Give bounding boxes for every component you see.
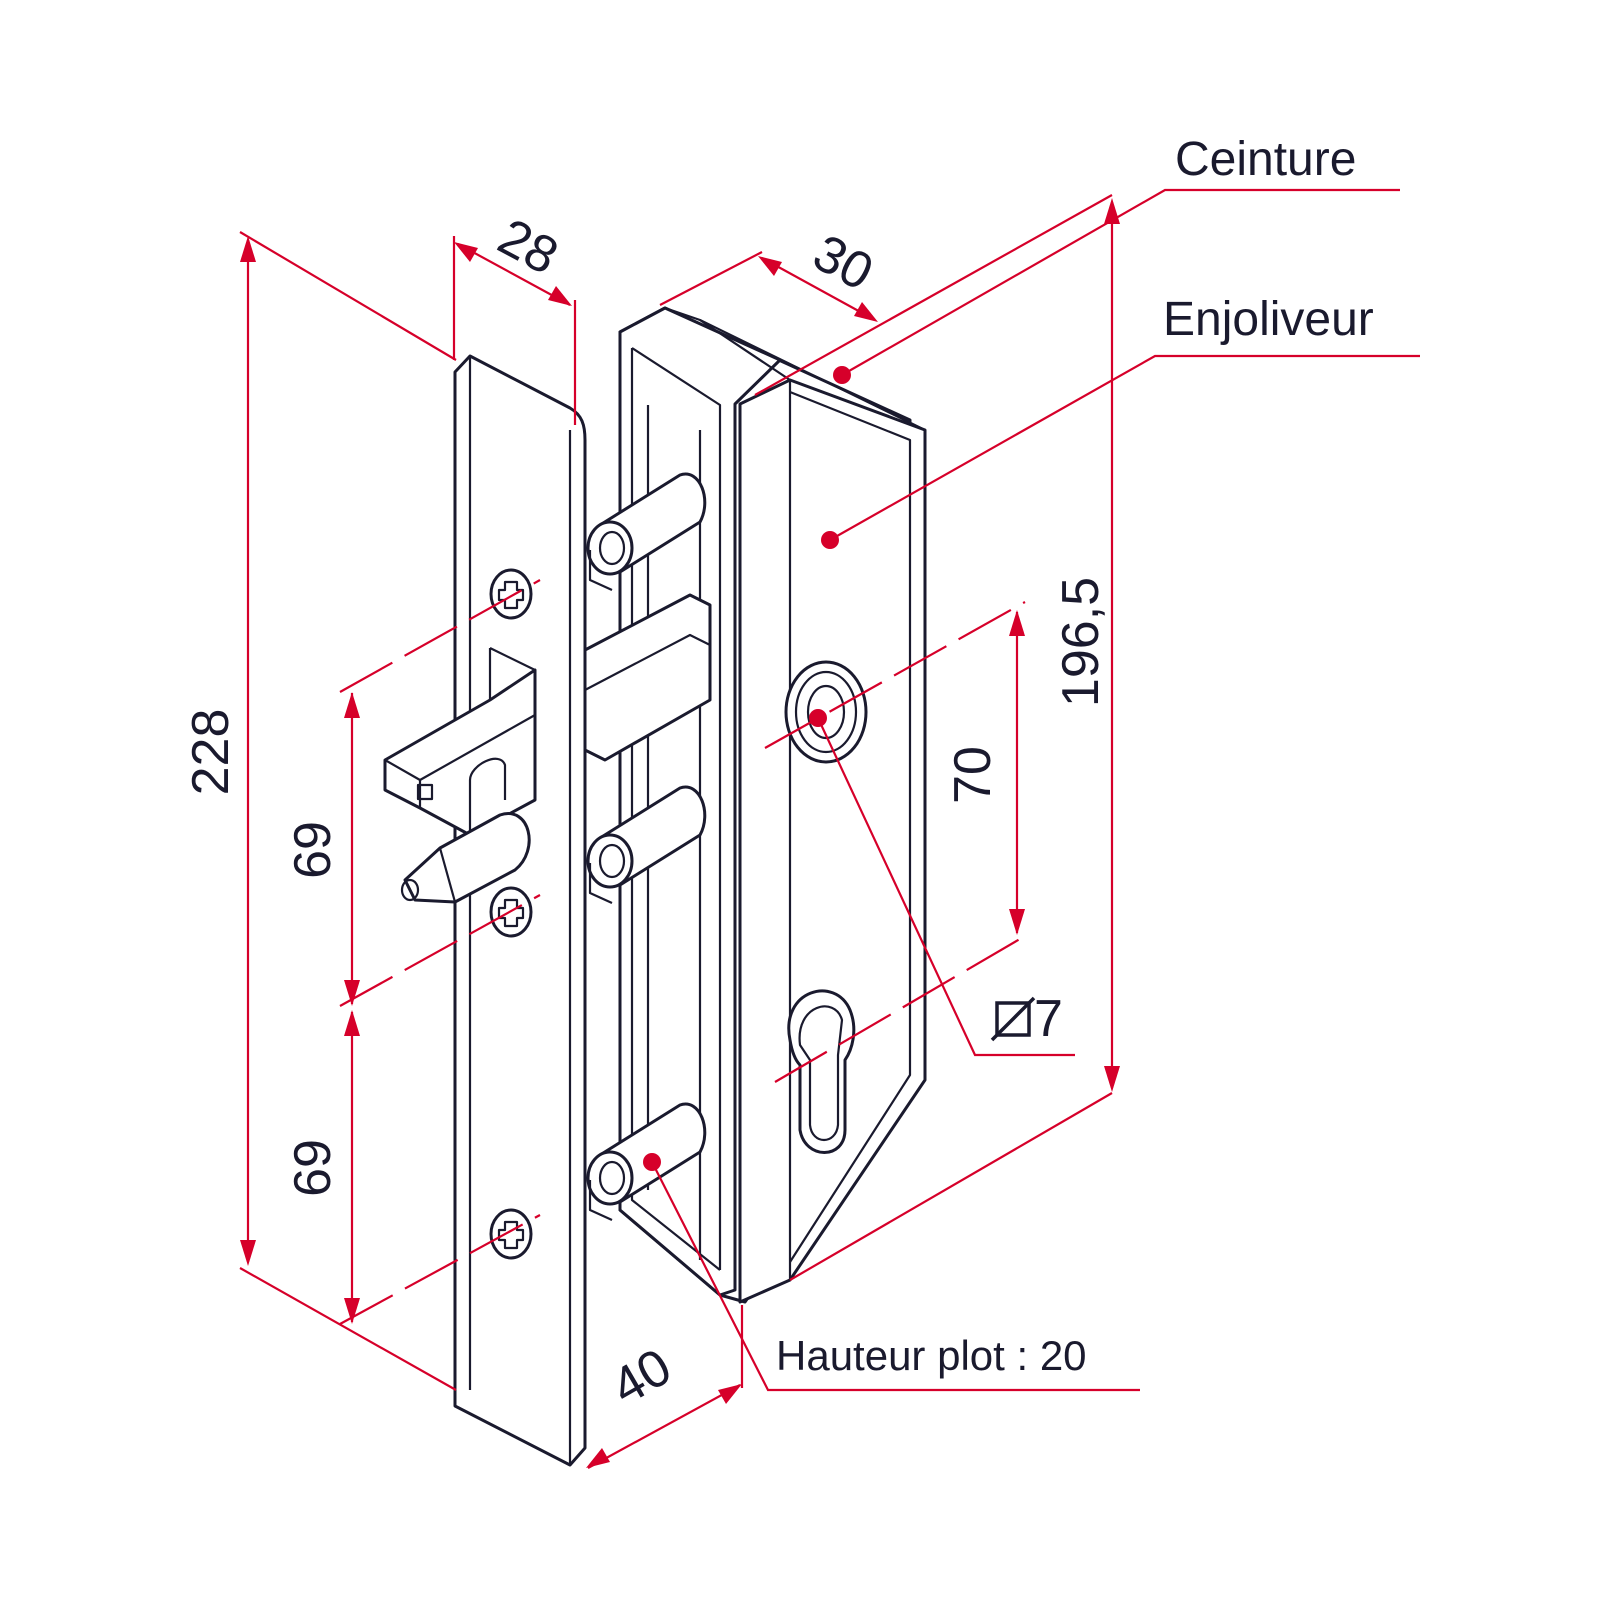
dim-70-label: 70 — [944, 746, 1002, 804]
dimension-lines — [239, 194, 1120, 1469]
dim-30-label: 30 — [804, 224, 882, 302]
lock-body — [618, 306, 927, 1304]
front-plate — [453, 354, 587, 1467]
diameter-icon — [990, 996, 1036, 1042]
dim-28-label: 28 — [489, 208, 567, 286]
pin-top — [586, 472, 707, 592]
callout-leaders — [643, 188, 1420, 1392]
dim-196-label: 196,5 — [1052, 577, 1110, 707]
round-hole — [784, 660, 868, 764]
callout-enjoliveur: Enjoliveur — [1163, 293, 1374, 346]
dim-diameter-label: 7 — [1034, 990, 1063, 1048]
pin-middle — [586, 785, 707, 905]
conical-bolt — [400, 812, 531, 904]
callout-hauteur-plot: Hauteur plot : 20 — [776, 1332, 1087, 1379]
screw-bottom — [489, 1208, 533, 1260]
euro-cylinder-hole — [787, 989, 856, 1154]
dim-40-label: 40 — [602, 1338, 681, 1417]
dim-69-upper-label: 69 — [284, 821, 342, 879]
callout-ceinture: Ceinture — [1175, 133, 1356, 186]
enjoliveur-face — [738, 378, 927, 1304]
screw-top — [489, 568, 533, 620]
dim-69-lower-label: 69 — [284, 1139, 342, 1197]
dim-228-label: 228 — [182, 709, 240, 796]
